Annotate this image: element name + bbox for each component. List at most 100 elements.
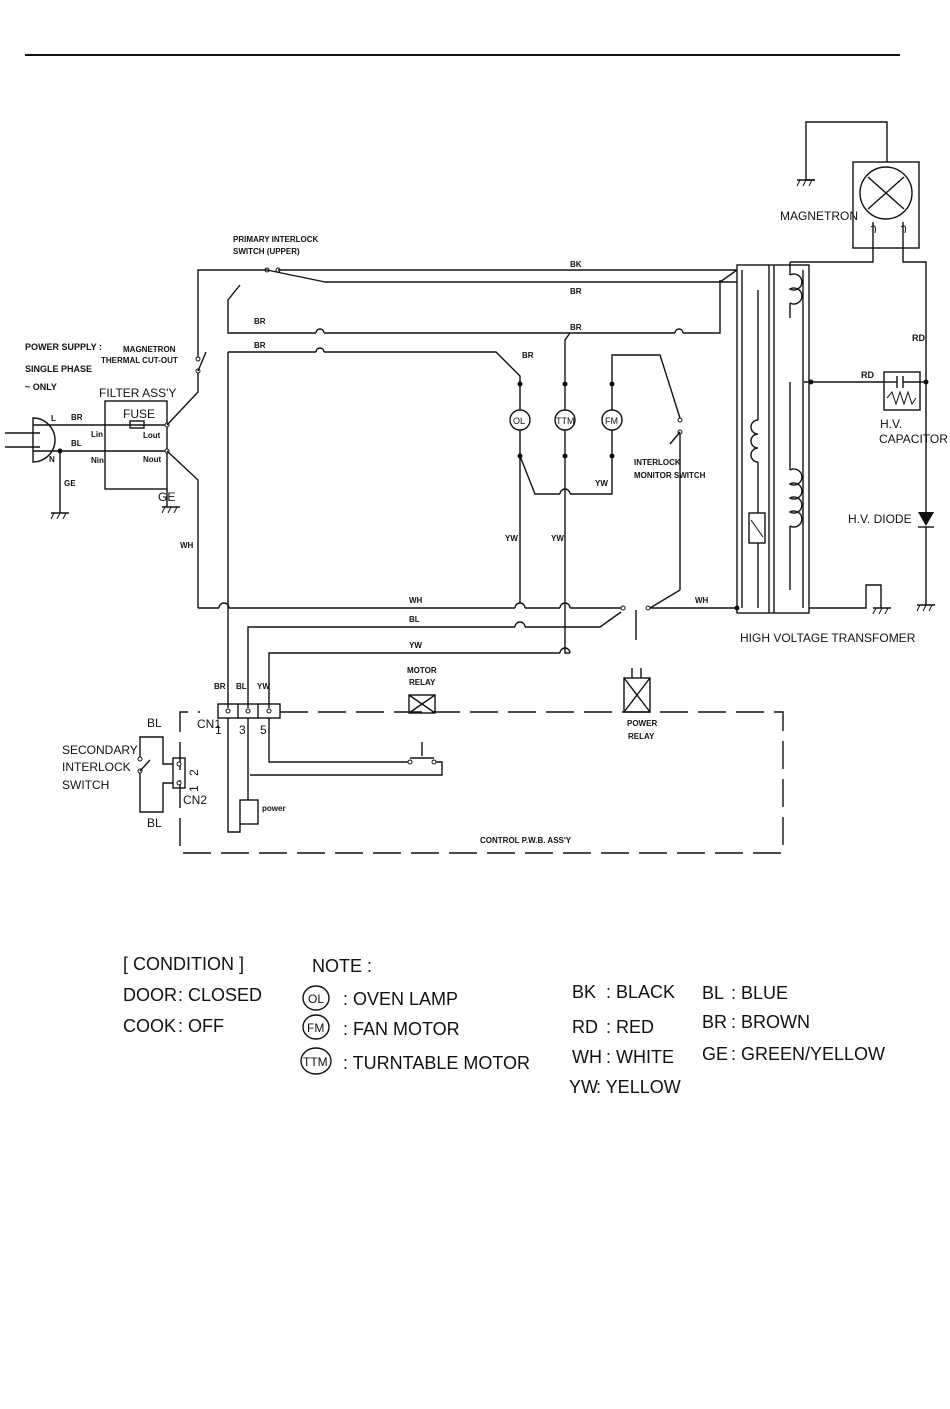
ground-icon (796, 179, 815, 187)
magnetron-label: MAGNETRON (780, 209, 858, 223)
secondary-switch-label-3: SWITCH (62, 778, 109, 792)
power-block-label: power (262, 804, 286, 813)
note-title: NOTE : (312, 956, 372, 976)
wire-tag-wh-left: WH (180, 541, 194, 550)
wire-tag-wh-right: WH (695, 596, 709, 605)
control-pwb: CONTROL P.W.B. ASS'Y CN1 1 3 5 BR BL YW … (172, 666, 784, 854)
power-relay-label-1: POWER (627, 719, 657, 728)
magnetron: MAGNETRON (780, 121, 920, 255)
legend-condition: [ CONDITION ] DOOR : CLOSED COOK : OFF (123, 954, 262, 1036)
color-text-ge: : GREEN/YELLOW (731, 1044, 885, 1064)
power-supply-label-2: SINGLE PHASE (25, 364, 92, 374)
wire-tag-cn-bl: BL (236, 682, 247, 691)
primary-switch-label-2: SWITCH (UPPER) (233, 247, 300, 256)
hv-diode: H.V. DIODE (848, 382, 935, 612)
cn1-label: CN1 (197, 717, 221, 731)
legend-notes: NOTE : OL : OVEN LAMP FM : FAN MOTOR TTM… (300, 956, 530, 1075)
legend-colors: BK : BLACK RD : RED WH : WHITE YW : YELL… (569, 982, 885, 1097)
motor-relay: MOTOR RELAY (407, 666, 437, 714)
condition-door-key: DOOR (123, 985, 177, 1005)
note-symbol-fm: FM (307, 1021, 324, 1035)
color-code-bl: BL (702, 983, 724, 1003)
secondary-switch-label-2: INTERLOCK (62, 760, 131, 774)
hv-diode-label: H.V. DIODE (848, 512, 912, 526)
condition-title: [ CONDITION ] (123, 954, 244, 974)
color-text-yw: : YELLOW (596, 1077, 681, 1097)
turntable-motor: TTM (554, 381, 576, 459)
cn1-pin1: 1 (215, 723, 222, 737)
condition-door-value: : CLOSED (178, 985, 262, 1005)
ground-icon (50, 512, 69, 520)
wire-tag-yw-mid1: YW (505, 534, 518, 543)
color-code-wh: WH (572, 1047, 602, 1067)
note-text-fm: : FAN MOTOR (343, 1019, 460, 1039)
filter-nin: Nin (91, 456, 104, 465)
turntable-motor-symbol: TTM (556, 416, 575, 426)
motor-relay-label-1: MOTOR (407, 666, 437, 675)
color-text-bl: : BLUE (731, 983, 788, 1003)
wire-tag-bl-bottom: BL (409, 615, 420, 624)
condition-cook-value: : OFF (178, 1016, 224, 1036)
thermal-label-2: THERMAL CUT-OUT (101, 356, 178, 365)
fan-motor: FM (601, 381, 623, 459)
wire-tag-br-left: BR (254, 317, 266, 326)
monitor-switch-label-2: MONITOR SWITCH (634, 471, 706, 480)
wire-tag-yw-bottom: YW (409, 641, 422, 650)
ground-icon (916, 604, 935, 612)
color-code-ge: GE (702, 1044, 728, 1064)
fan-motor-symbol: FM (605, 416, 618, 426)
hv-capacitor-label-1: H.V. (880, 417, 902, 431)
filter-lin: Lin (91, 430, 103, 439)
ground-icon (161, 506, 180, 514)
wire-tag-br-left2: BR (254, 341, 266, 350)
filter-label: FILTER ASS'Y (99, 386, 176, 400)
thermal-cutout: MAGNETRON THERMAL CUT-OUT (101, 345, 207, 426)
secondary-interlock-switch: BL BL SECONDARY INTERLOCK SWITCH (62, 716, 173, 830)
wire-tag-br-mid: BR (570, 323, 582, 332)
color-text-wh: : WHITE (606, 1047, 674, 1067)
wire-tag-br-plug: BR (71, 413, 83, 422)
wire-tag-sec-bl-bottom: BL (147, 816, 162, 830)
thermal-label-1: MAGNETRON (123, 345, 176, 354)
color-code-rd: RD (572, 1017, 598, 1037)
power-supply: POWER SUPPLY : SINGLE PHASE ~ ONLY L N B… (5, 342, 105, 520)
power-relay: POWER RELAY (623, 668, 657, 741)
condition-cook-key: COOK (123, 1016, 176, 1036)
wire-tag-rd-cap: RD (861, 370, 874, 380)
wire-tag-br-top: BR (570, 287, 582, 296)
cn1-pin3: 3 (239, 723, 246, 737)
power-relay-label-2: RELAY (628, 732, 655, 741)
ground-icon (872, 607, 891, 615)
wire-tag-rd-top: RD (912, 333, 925, 343)
color-text-br: : BROWN (731, 1012, 810, 1032)
filter-lout: Lout (143, 431, 161, 440)
hv-capacitor-label-2: CAPACITOR (879, 432, 948, 446)
filter-nout: Nout (143, 455, 162, 464)
plug-l: L (51, 414, 56, 423)
monitor-switch-label-1: INTERLOCK (634, 458, 681, 467)
hv-capacitor: RD H.V. CAPACITOR RD (804, 333, 948, 446)
plug-icon (5, 417, 56, 463)
transformer-label: HIGH VOLTAGE TRANSFOMER (740, 631, 916, 645)
color-text-bk: : BLACK (606, 982, 675, 1002)
motor-relay-label-2: RELAY (409, 678, 436, 687)
primary-interlock-switch: PRIMARY INTERLOCK SWITCH (UPPER) (233, 235, 326, 283)
wire-tag-cn-yw: YW (257, 682, 270, 691)
filter-assy: FILTER ASS'Y FUSE Lin Lout Nin Nout GE (91, 386, 180, 514)
wire-tag-bk: BK (570, 260, 582, 269)
wire-tag-yw-mid2: YW (551, 534, 564, 543)
interlock-monitor-switch: INTERLOCK MONITOR SWITCH (634, 417, 706, 609)
power-supply-label-3: ~ ONLY (25, 382, 57, 392)
plug-n: N (49, 455, 55, 464)
color-code-yw: YW (569, 1077, 598, 1097)
oven-lamp-symbol: OL (513, 416, 525, 426)
hv-transformer: HIGH VOLTAGE TRANSFOMER (736, 262, 916, 645)
note-symbol-ttm: TTM (303, 1055, 328, 1069)
secondary-switch-label-1: SECONDARY (62, 743, 138, 757)
wire-tag-bl-plug: BL (71, 439, 82, 448)
cn2-pin1: 1 (187, 785, 201, 792)
wire-tag-yw-fm: YW (595, 479, 608, 488)
power-supply-label-1: POWER SUPPLY : (25, 342, 102, 352)
wire-tag-ge-filter: GE (158, 490, 175, 504)
